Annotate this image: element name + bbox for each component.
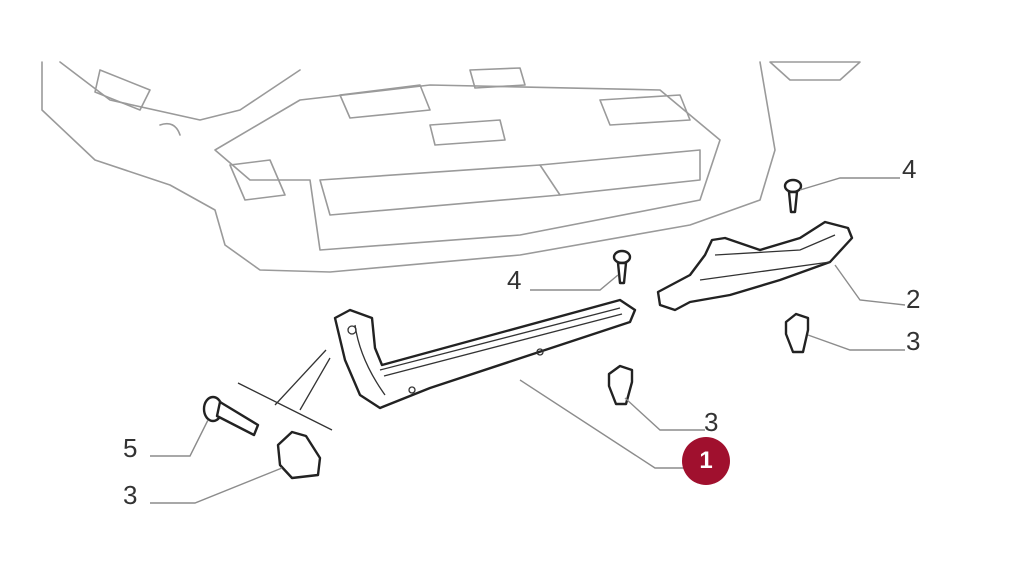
callout-5: 5: [123, 433, 138, 463]
sill-trim-part-1: [333, 298, 637, 410]
screw-4-right: [783, 178, 803, 214]
callout-3-left: 3: [123, 480, 138, 510]
callout-3-middle: 3: [704, 407, 719, 437]
screw-4-middle: [612, 249, 632, 285]
callout-4-top-right: 4: [902, 154, 917, 184]
callout-4-middle: 4: [507, 265, 522, 295]
callout-3-right: 3: [906, 326, 921, 356]
callout-2: 2: [906, 284, 921, 314]
clip-3-middle: [607, 364, 634, 406]
leader-lines: [150, 177, 906, 504]
car-floor-ghost-outline: [41, 61, 861, 273]
bolt-5: [202, 395, 260, 437]
detail-lines: [237, 349, 333, 431]
highlighted-part-badge[interactable]: 1: [682, 437, 730, 485]
clip-3-left: [276, 430, 322, 480]
rear-trim-part-2: [656, 220, 854, 312]
clip-3-right: [784, 312, 810, 354]
